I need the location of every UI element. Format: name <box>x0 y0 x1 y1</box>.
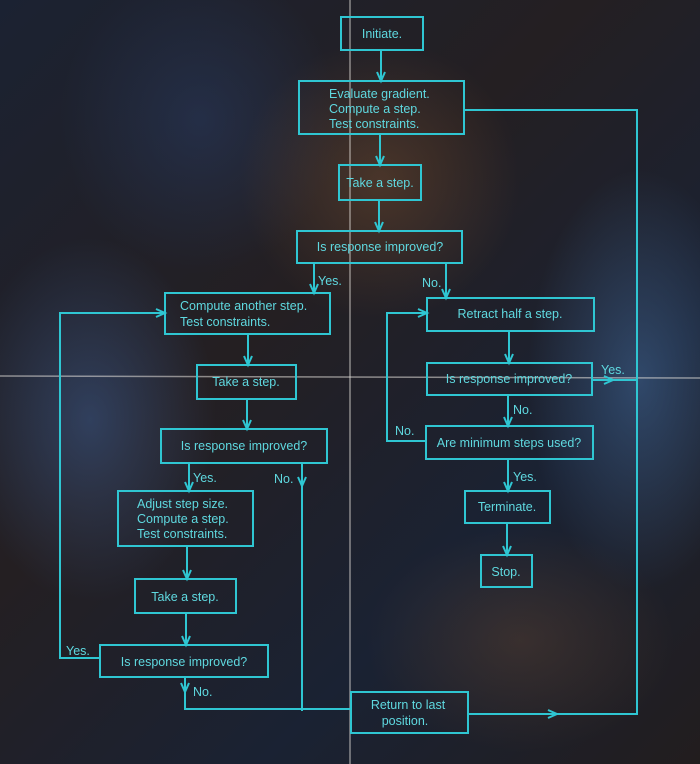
arrow-head-icon <box>547 709 560 719</box>
connector-no-3 <box>184 677 351 710</box>
box-text: Adjust step size. <box>137 497 228 511</box>
arrow-head-icon <box>503 481 513 494</box>
arrow-head-icon <box>309 283 319 296</box>
box-text: Is response improved? <box>181 439 308 453</box>
arrow-head-icon <box>603 375 616 385</box>
box-improved-right: Is response improved? <box>426 362 593 396</box>
arrow-head-icon <box>503 416 513 429</box>
label-no: No. <box>274 472 293 486</box>
arrow-head-icon <box>243 355 253 368</box>
connector-evaluate-loop <box>464 109 638 715</box>
box-text: Test constraints. <box>137 527 227 541</box>
connector-no-min-loop <box>386 312 427 442</box>
arrow-head-icon <box>375 155 385 168</box>
box-compute-another: Compute another step. Test constraints. <box>164 292 331 335</box>
connector-yes-3-loop <box>59 312 165 659</box>
box-min-steps: Are minimum steps used? <box>425 425 594 460</box>
label-no: No. <box>513 403 532 417</box>
label-yes: Yes. <box>193 471 217 485</box>
box-terminate: Terminate. <box>464 490 551 524</box>
arrow-head-icon <box>297 476 307 489</box>
arrow-head-icon <box>182 569 192 582</box>
box-return: Return to last position. <box>350 691 469 734</box>
box-text: Compute a step. <box>329 102 421 116</box>
box-retract: Retract half a step. <box>426 297 595 332</box>
box-text: Return to last <box>371 698 446 712</box>
arrow-head-icon <box>155 308 168 318</box>
box-evaluate: Evaluate gradient. Compute a step. Test … <box>298 80 465 135</box>
box-text: Is response improved? <box>121 655 248 669</box>
label-no: No. <box>422 276 441 290</box>
box-stop: Stop. <box>480 554 533 588</box>
box-take-step-1: Take a step. <box>338 164 422 201</box>
box-adjust: Adjust step size. Compute a step. Test c… <box>117 490 254 547</box>
arrow-head-icon <box>242 419 252 432</box>
box-text: position. <box>382 714 429 728</box>
box-take-step-2: Take a step. <box>196 364 297 400</box>
label-yes: Yes. <box>318 274 342 288</box>
box-text: Take a step. <box>151 590 218 604</box>
box-text: Test constraints. <box>329 117 419 131</box>
box-text: Terminate. <box>478 500 536 514</box>
arrow-head-icon <box>376 71 386 84</box>
arrow-head-icon <box>504 353 514 366</box>
arrow-head-icon <box>374 221 384 234</box>
box-text: Is response improved? <box>446 372 573 386</box>
arrow-head-icon <box>184 481 194 494</box>
connectors <box>59 50 638 719</box>
arrow-head-icon <box>502 545 512 558</box>
label-yes: Yes. <box>513 470 537 484</box>
box-text: Evaluate gradient. <box>329 87 430 101</box>
box-text: Initiate. <box>362 27 402 41</box>
box-text: Retract half a step. <box>458 307 563 321</box>
box-text: Is response improved? <box>317 240 444 254</box>
box-improved-1: Is response improved? <box>296 230 463 264</box>
box-improved-3: Is response improved? <box>99 644 269 678</box>
box-initiate: Initiate. <box>340 16 424 51</box>
label-no: No. <box>193 685 212 699</box>
arrow-head-icon <box>181 635 191 648</box>
fold-line-horizontal <box>0 375 700 379</box>
label-yes: Yes. <box>66 644 90 658</box>
box-text: Take a step. <box>346 176 413 190</box>
box-text: Stop. <box>491 565 520 579</box>
box-text: Are minimum steps used? <box>437 436 582 450</box>
box-improved-2: Is response improved? <box>160 428 328 464</box>
arrow-head-icon <box>417 308 430 318</box>
box-text: Compute a step. <box>137 512 229 526</box>
box-text: Test constraints. <box>180 315 270 329</box>
label-no: No. <box>395 424 414 438</box>
arrow-head-icon <box>441 288 451 301</box>
box-take-step-3: Take a step. <box>134 578 237 614</box>
label-yes: Yes. <box>601 363 625 377</box>
box-text: Compute another step. <box>180 299 307 313</box>
box-text: Take a step. <box>212 375 279 389</box>
arrow-head-icon <box>180 682 190 695</box>
